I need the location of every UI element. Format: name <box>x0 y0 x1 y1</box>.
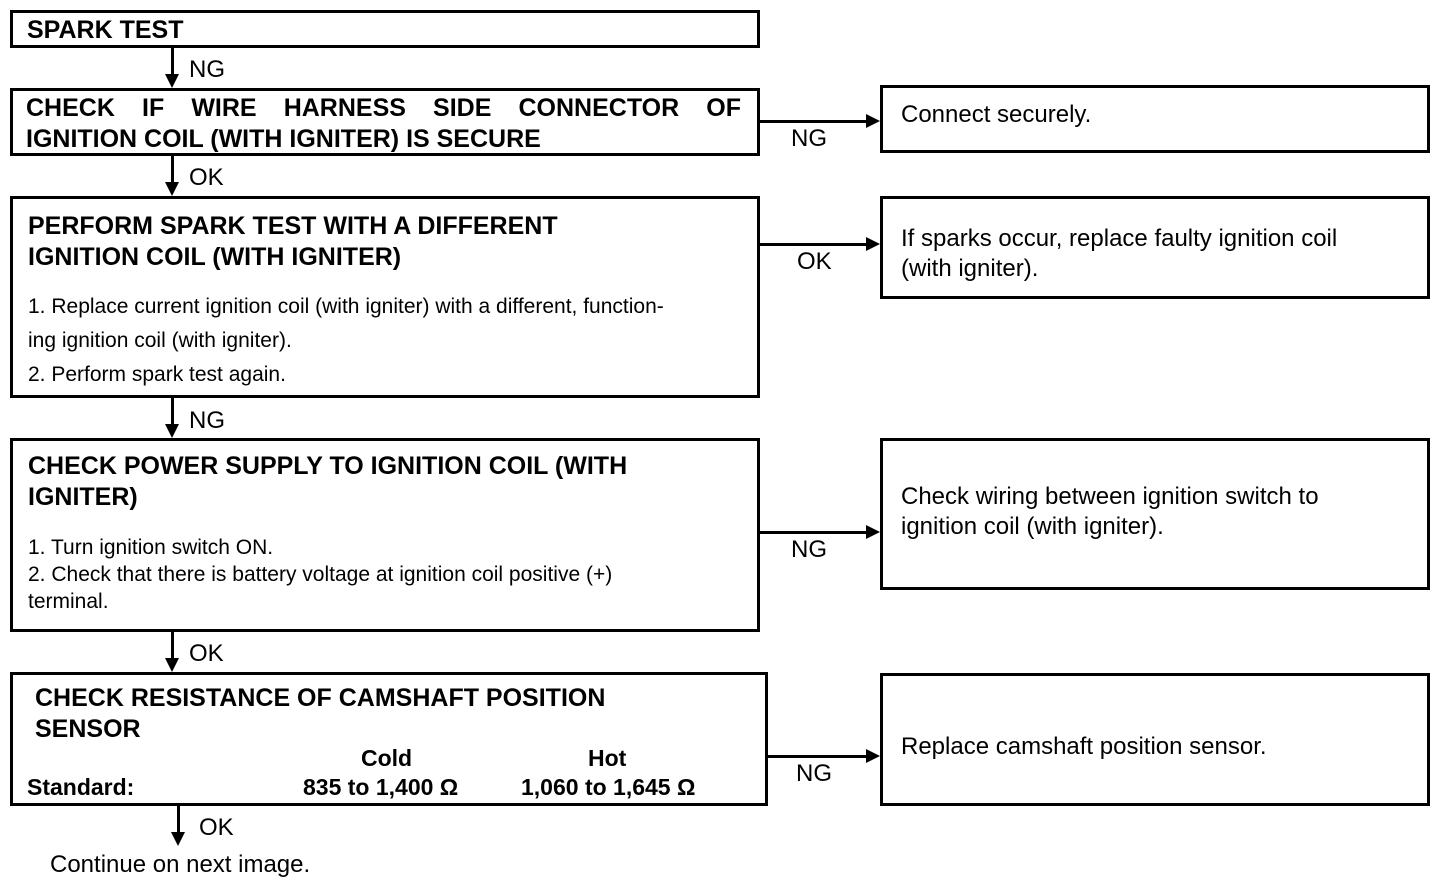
step-4-heading: CHECK POWER SUPPLY TO IGNITION COIL (WIT… <box>28 452 628 511</box>
outcome-box-replace-camshaft-sensor[interactable]: Replace camshaft position sensor. <box>880 673 1430 806</box>
arrow-step3-step4 <box>165 424 179 438</box>
arrow-step4-step5 <box>165 658 179 672</box>
step-3-item-1-line-1: 1. Replace current ignition coil (with i… <box>28 295 664 318</box>
spec-standard-label: Standard: <box>27 774 135 800</box>
step-box-check-power-supply[interactable]: CHECK POWER SUPPLY TO IGNITION COIL (WIT… <box>10 438 760 632</box>
spec-header-cold: Cold <box>361 745 413 771</box>
step-2-heading-line1: CHECK IF WIRE HARNESS SIDE CONNECTOR OF <box>26 94 741 122</box>
outcome-2-text: If sparks occur, replace faulty ignition… <box>901 225 1338 282</box>
connector-step2-outcome1 <box>760 120 867 123</box>
outcome-3-text: Check wiring between ignition switch to … <box>901 483 1319 540</box>
edge-label-step2-step3: OK <box>189 164 224 191</box>
step-4-item-1: 1. Turn ignition switch ON. <box>28 536 274 559</box>
outcome-box-check-wiring[interactable]: Check wiring between ignition switch to … <box>880 438 1430 590</box>
arrow-step5-outcome4 <box>866 749 880 763</box>
edge-label-step4-step5: OK <box>189 640 224 667</box>
edge-label-step5-outcome4: NG <box>796 760 832 787</box>
edge-label-step4-outcome3: NG <box>791 536 827 563</box>
step-4-item-2: 2. Check that there is battery voltage a… <box>28 563 613 613</box>
connector-step5-outcome4 <box>768 755 867 758</box>
step-5-heading: CHECK RESISTANCE OF CAMSHAFT POSITION SE… <box>35 684 606 743</box>
connector-step3-outcome2 <box>760 243 867 246</box>
step-3-heading: PERFORM SPARK TEST WITH A DIFFERENT IGNI… <box>28 212 558 271</box>
step-3-item-2: 2. Perform spark test again. <box>28 363 286 386</box>
outcome-1-text: Connect securely. <box>901 101 1092 128</box>
edge-label-step2-outcome1: NG <box>791 125 827 152</box>
spec-header-hot: Hot <box>588 745 627 771</box>
connector-step4-outcome3 <box>760 531 867 534</box>
outcome-box-connect-securely[interactable]: Connect securely. <box>880 85 1430 153</box>
edge-label-step3-step4: NG <box>189 407 225 434</box>
edge-label-step5-continue: OK <box>199 814 234 841</box>
connector-step2-step3 <box>171 156 174 186</box>
continue-note: Continue on next image. <box>50 851 311 878</box>
connector-step4-step5 <box>171 632 174 662</box>
step-box-perform-spark-test-different-coil[interactable]: PERFORM SPARK TEST WITH A DIFFERENT IGNI… <box>10 196 760 398</box>
step-2-heading-line2: IGNITION COIL (WITH IGNITER) IS SECURE <box>26 125 541 153</box>
step-3-item-1-line-2: ing ignition coil (with igniter). <box>28 329 292 352</box>
step-box-spark-test[interactable]: SPARK TEST <box>10 10 760 48</box>
connector-step3-step4 <box>171 398 174 428</box>
arrow-step1-step2 <box>165 74 179 88</box>
arrow-step5-continue <box>171 832 185 846</box>
arrow-step3-outcome2 <box>866 237 880 251</box>
outcome-4-text: Replace camshaft position sensor. <box>901 733 1267 760</box>
arrow-step2-step3 <box>165 182 179 196</box>
step-box-check-camshaft-sensor-resistance[interactable]: CHECK RESISTANCE OF CAMSHAFT POSITION SE… <box>10 672 768 806</box>
connector-step1-step2 <box>171 48 174 78</box>
connector-step5-continue <box>177 806 180 836</box>
edge-label-step1-step2: NG <box>189 56 225 83</box>
step-1-heading: SPARK TEST <box>27 16 184 44</box>
arrow-step2-outcome1 <box>866 114 880 128</box>
spec-value-cold: 835 to 1,400 Ω <box>303 774 459 800</box>
step-box-check-connector[interactable]: CHECK IF WIRE HARNESS SIDE CONNECTOR OF … <box>10 88 760 156</box>
outcome-box-replace-faulty-coil[interactable]: If sparks occur, replace faulty ignition… <box>880 196 1430 299</box>
edge-label-step3-outcome2: OK <box>797 248 832 275</box>
arrow-step4-outcome3 <box>866 525 880 539</box>
spec-value-hot: 1,060 to 1,645 Ω <box>521 774 696 800</box>
